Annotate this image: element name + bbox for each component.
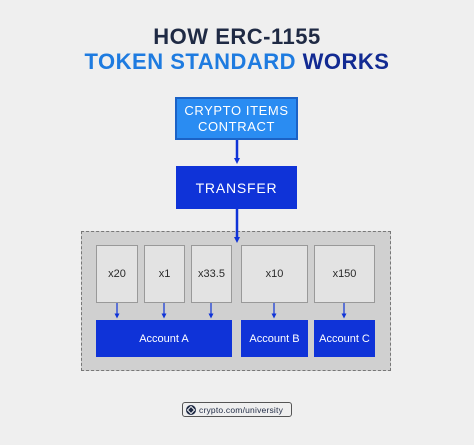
token-amount: x150	[332, 268, 357, 280]
token-amount: x33.5	[198, 268, 225, 280]
transfer-box: TRANSFER	[176, 166, 297, 209]
token-box-2: x1	[144, 245, 185, 303]
title-line-1: HOW ERC-1155	[0, 24, 474, 50]
title-works: WORKS	[302, 49, 390, 74]
token-amount: x1	[158, 268, 171, 280]
title-erc1155: ERC-1155	[215, 24, 321, 49]
footer-link[interactable]: crypto.com/university	[182, 402, 292, 417]
account-label: Account B	[249, 332, 300, 345]
token-box-4: x10	[241, 245, 308, 303]
account-label: Account A	[139, 332, 189, 345]
contract-label-line-2: CONTRACT	[197, 118, 276, 134]
crypto-items-contract-box: CRYPTO ITEMS CONTRACT	[175, 97, 298, 140]
title-line-2: TOKEN STANDARD WORKS	[0, 49, 474, 75]
token-amount: x20	[108, 268, 126, 280]
account-label: Account C	[319, 332, 370, 345]
contract-label-line-1: CRYPTO ITEMS	[184, 102, 289, 118]
transfer-label: TRANSFER	[195, 179, 278, 196]
token-box-5: x150	[314, 245, 375, 303]
title-token-standard: TOKEN STANDARD	[84, 49, 303, 74]
account-b-box: Account B	[241, 320, 308, 357]
title-how: HOW	[153, 24, 216, 49]
token-amount: x10	[265, 268, 284, 280]
crypto-logo-icon	[186, 404, 196, 415]
account-a-box: Account A	[96, 320, 232, 357]
token-box-1: x20	[96, 245, 138, 303]
footer-url: crypto.com/university	[199, 404, 284, 415]
token-box-3: x33.5	[191, 245, 232, 303]
account-c-box: Account C	[314, 320, 375, 357]
